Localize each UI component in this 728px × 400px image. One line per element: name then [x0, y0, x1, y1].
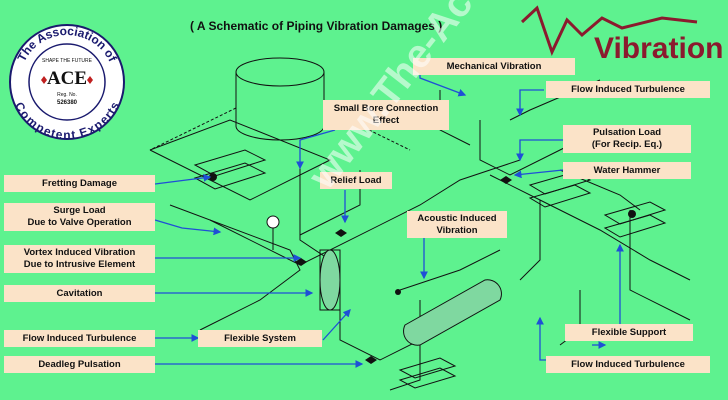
vibration-wave-icon: [520, 5, 698, 57]
brand-text: Vibration: [594, 32, 723, 65]
label-small-bore: Small Bore Connection Effect: [323, 100, 449, 130]
heat-exchanger: [319, 249, 502, 346]
label-fretting-damage: Fretting Damage: [4, 175, 155, 192]
label-flow-turbulence-bottom: Flow Induced Turbulence: [546, 356, 710, 373]
label-pulsation-load: Pulsation Load (For Recip. Eq.): [563, 125, 691, 153]
label-flexible-support: Flexible Support: [565, 324, 693, 341]
pointer-arrows: [154, 68, 624, 368]
logo-tagline: SHAPE THE FUTURE: [42, 58, 93, 64]
logo-acronym: ACE: [47, 68, 87, 89]
label-mechanical-vibration: Mechanical Vibration: [413, 58, 575, 75]
label-surge-load: Surge Load Due to Valve Operation: [4, 203, 155, 231]
temperature-instrument: [266, 215, 280, 250]
label-acoustic: Acoustic Induced Vibration: [407, 211, 507, 238]
label-deadleg: Deadleg Pulsation: [4, 356, 155, 373]
label-relief-load: Relief Load: [320, 172, 392, 189]
ace-logo: The Association of Competent Experts SHA…: [9, 24, 125, 140]
logo-reg-label: Reg. No.: [57, 92, 77, 98]
label-water-hammer: Water Hammer: [563, 162, 691, 179]
logo-reg-number: 526380: [57, 100, 78, 106]
label-flexible-system: Flexible System: [198, 330, 322, 347]
pipe-supports: [193, 149, 667, 389]
label-flow-turbulence-top: Flow Induced Turbulence: [546, 81, 710, 98]
label-cavitation: Cavitation: [4, 285, 155, 302]
piping-lines: [149, 79, 691, 391]
label-flow-turbulence-left: Flow Induced Turbulence: [4, 330, 155, 347]
label-vortex: Vortex Induced Vibration Due to Intrusiv…: [4, 245, 155, 273]
vibration-brand: Vibration: [520, 5, 723, 65]
diagram-title: ( A Schematic of Piping Vibration Damage…: [190, 19, 443, 33]
